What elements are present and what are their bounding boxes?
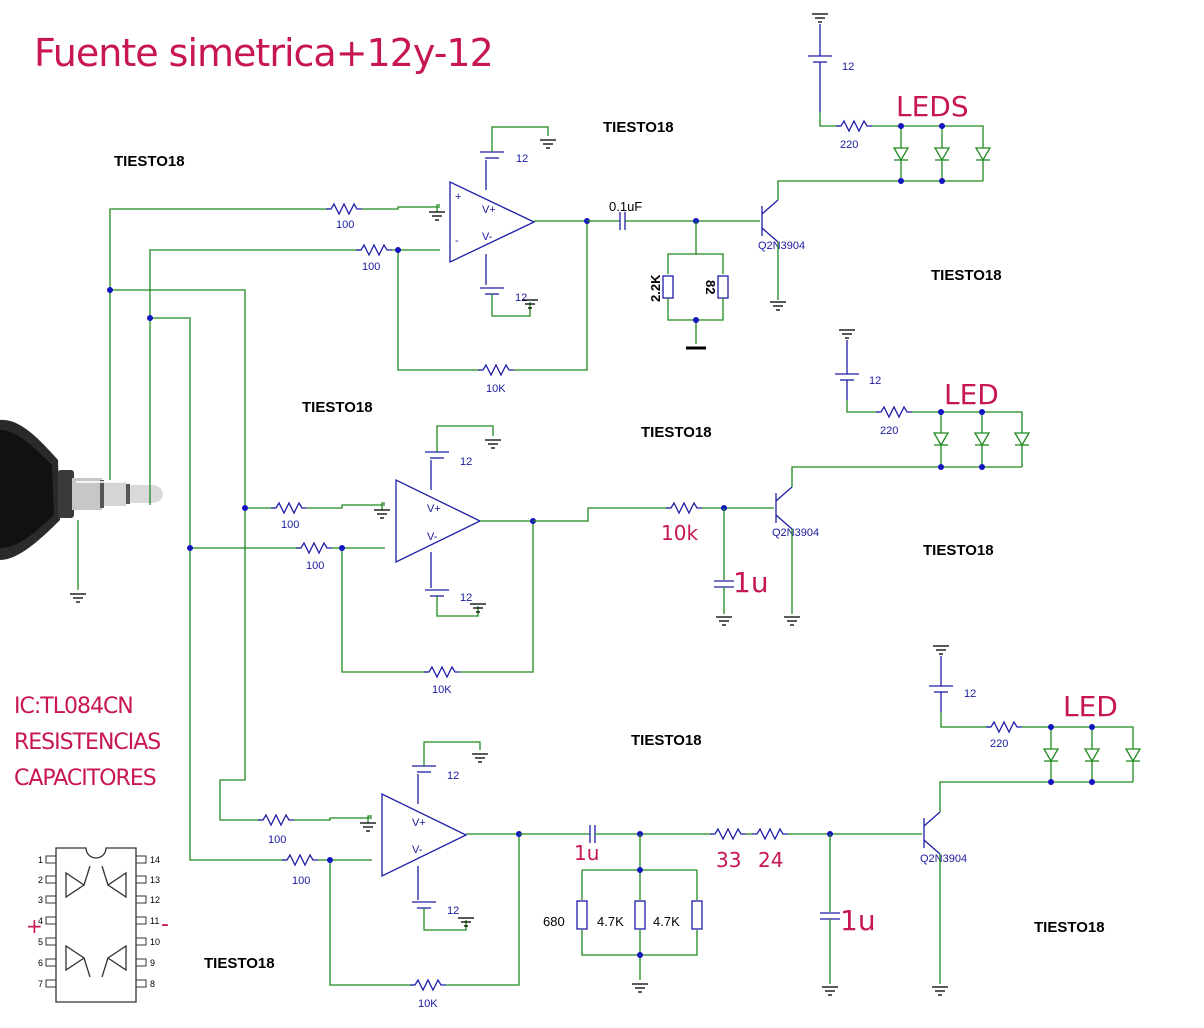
watermark: TIESTO18 [204, 955, 275, 972]
stage-3-circuit: 100 100 V+ V- 12 12 10K 1u [257, 645, 1141, 1010]
svg-text:1: 1 [38, 855, 43, 865]
resistor-label: 10K [486, 383, 506, 395]
ground-icon [69, 593, 87, 603]
svg-text:14: 14 [150, 855, 160, 865]
resistor-label: 10k [661, 521, 698, 545]
resistor-label: 100 [292, 875, 310, 887]
watermark: TIESTO18 [931, 267, 1002, 284]
resistor-label: 2.2K [648, 274, 663, 302]
capacitors-label: CAPACITORES [14, 766, 156, 791]
supply-label: 12 [447, 770, 459, 782]
svg-text:-: - [455, 235, 459, 247]
vplus-label: V+ [412, 817, 426, 829]
watermark: TIESTO18 [114, 153, 185, 170]
svg-text:+: + [455, 191, 461, 203]
capacitor-label: 0.1uF [609, 199, 642, 214]
supply-label: 12 [516, 153, 528, 165]
op-amp-1 [449, 180, 536, 264]
resistor-label: 33 [716, 848, 741, 872]
resistor-label: 220 [880, 425, 898, 437]
resistor-label: 220 [990, 738, 1008, 750]
resistor-label: 100 [336, 219, 354, 231]
vplus-label: V+ [482, 204, 496, 216]
svg-text:5: 5 [38, 937, 43, 947]
ic-name: IC:TL084CN [14, 694, 133, 719]
resistor-label: 10K [432, 684, 452, 696]
stage-1-circuit: 100 100 V+ V- + - 12 12 10K 0.1uF [325, 13, 991, 395]
svg-text:8: 8 [150, 979, 155, 989]
svg-text:4: 4 [38, 916, 43, 926]
resistor-label: 24 [758, 848, 783, 872]
transistor-label: Q2N3904 [758, 240, 805, 252]
capacitor-label: 1u [574, 841, 599, 865]
resistor-label: 4.7K [597, 914, 624, 929]
capacitor-label: 1u [840, 904, 876, 937]
svg-text:10: 10 [150, 937, 160, 947]
resistor-label: 100 [306, 560, 324, 572]
vminus-label: V- [427, 531, 438, 543]
resistor-label: 100 [362, 261, 380, 273]
supply-label: 12 [964, 688, 976, 700]
svg-text:7: 7 [38, 979, 43, 989]
audio-jack-plug [0, 419, 163, 560]
ic-pinout-diagram: 1 2 3 4 5 6 7 14 13 12 11 10 9 8 + - [26, 847, 169, 1003]
svg-text:6: 6 [38, 958, 43, 968]
op-amp-3 [381, 792, 468, 878]
supply-label: 12 [515, 292, 527, 304]
resistor-label: 82 [703, 280, 718, 294]
resistor-label: 4.7K [653, 914, 680, 929]
vcc-plus-label: + [26, 914, 43, 938]
watermark: TIESTO18 [302, 399, 373, 416]
supply-label: 12 [869, 375, 881, 387]
transistor-label: Q2N3904 [920, 853, 967, 865]
led-label: LEDS [896, 90, 969, 123]
stage-2-circuit: 100 100 V+ V- 12 12 10K 10k [270, 329, 1030, 696]
svg-text:13: 13 [150, 875, 160, 885]
vcc-minus-label: - [161, 912, 169, 937]
capacitor-label: 1u [733, 566, 769, 599]
watermark: TIESTO18 [1034, 919, 1105, 936]
watermark: TIESTO18 [641, 424, 712, 441]
resistor-label: 100 [268, 834, 286, 846]
component-list: IC:TL084CN RESISTENCIAS CAPACITORES [14, 694, 161, 791]
svg-text:2: 2 [38, 875, 43, 885]
led-label: LED [944, 378, 999, 411]
led-label: LED [1063, 690, 1118, 723]
resistor-label: 100 [281, 519, 299, 531]
watermark: TIESTO18 [923, 542, 994, 559]
svg-text:3: 3 [38, 895, 43, 905]
supply-label: 12 [447, 905, 459, 917]
vminus-label: V- [412, 844, 423, 856]
watermark: TIESTO18 [603, 119, 674, 136]
vplus-label: V+ [427, 503, 441, 515]
watermark: TIESTO18 [631, 732, 702, 749]
svg-text:9: 9 [150, 958, 155, 968]
vminus-label: V- [482, 231, 493, 243]
resistor-label: 10K [418, 998, 438, 1010]
supply-label: 12 [460, 456, 472, 468]
supply-label: 12 [460, 592, 472, 604]
transistor-label: Q2N3904 [772, 527, 819, 539]
svg-text:11: 11 [150, 916, 159, 926]
supply-label: 12 [842, 61, 854, 73]
input-wiring [77, 208, 360, 861]
resistors-label: RESISTENCIAS [14, 730, 160, 755]
resistor-label: 680 [543, 914, 565, 929]
page-title: Fuente simetrica+12y-12 [34, 31, 493, 75]
resistor-label: 220 [840, 139, 858, 151]
op-amp-2 [395, 478, 482, 564]
svg-text:12: 12 [150, 895, 160, 905]
